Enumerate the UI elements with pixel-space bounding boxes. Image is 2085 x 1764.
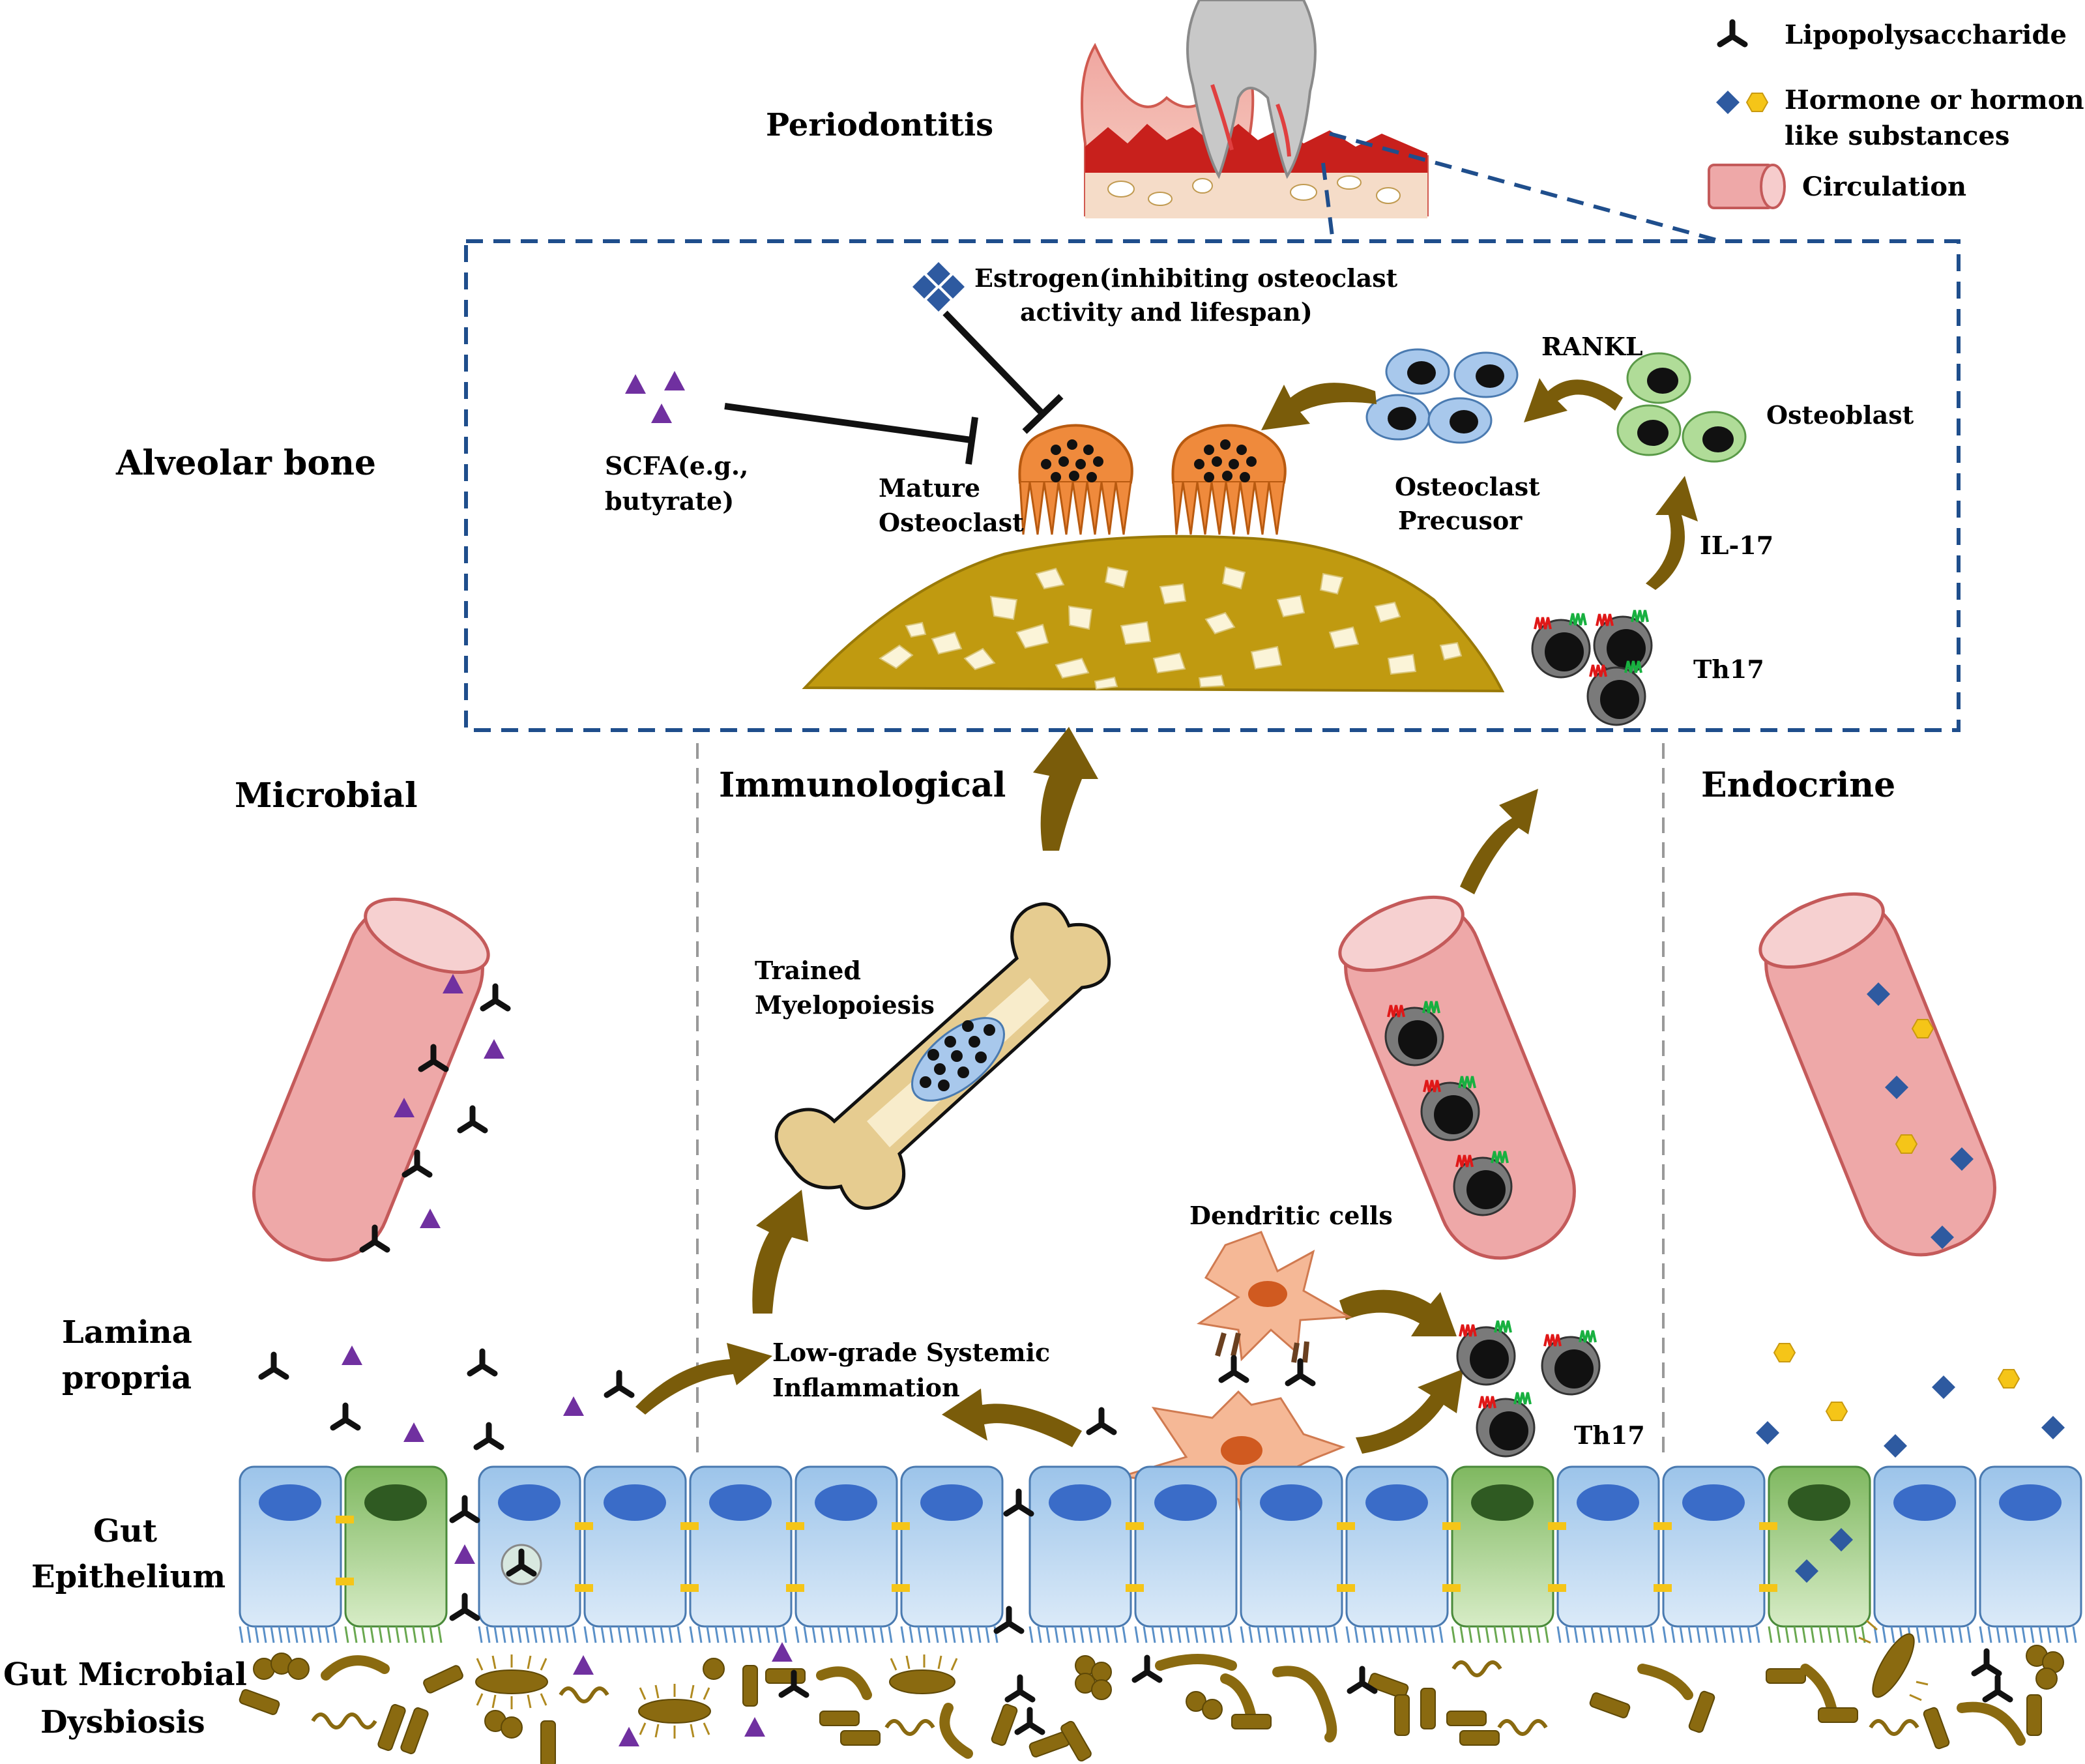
osteoclast-precursor-cells <box>1365 348 1519 444</box>
legend-circulation-label: Circulation <box>1802 171 1966 202</box>
arrows-upward <box>635 727 1538 1454</box>
trained-label-2: Myelopoiesis <box>755 990 935 1020</box>
label-alveolar-bone: Alveolar bone <box>115 443 376 483</box>
section-dividers <box>696 743 1665 1460</box>
dendritic-cell-1 <box>1197 1231 1353 1383</box>
legend-diamond-icon <box>1716 91 1740 114</box>
il17-label: IL-17 <box>1700 531 1773 560</box>
th17-label-lamina: Th17 <box>1574 1420 1645 1450</box>
gut-bacteria <box>239 1619 2064 1764</box>
arrow-gut-to-inflam <box>635 1343 772 1415</box>
arrow-vessel-to-box <box>1460 789 1538 894</box>
scfa-label-2: butyrate) <box>605 486 734 516</box>
legend-hormone-label-1: Hormone or hormone- <box>1785 85 2085 115</box>
microvilli-goblet <box>344 1626 1866 1643</box>
heading-immunological: Immunological <box>719 765 1006 805</box>
osteoblast-cells <box>1616 352 1747 463</box>
alveolar-bone-frame <box>464 132 1961 732</box>
arrow-dc1-to-th17 <box>1339 1289 1457 1336</box>
estrogen-inhibition-line <box>942 310 1064 434</box>
tooth-illustration <box>1081 0 1429 218</box>
label-periodontitis: Periodontitis <box>766 107 993 143</box>
label-gut-epi-2: Epithelium <box>31 1559 226 1595</box>
label-lamina-1: Lamina <box>62 1314 192 1351</box>
scfa-inhibition-line <box>724 403 978 465</box>
arrow-bone-to-box <box>1033 727 1098 851</box>
arrow-dc-to-inflam <box>942 1389 1082 1447</box>
arrow-rankl <box>1524 378 1623 422</box>
precursor-label-1: Osteoclast <box>1395 472 1540 501</box>
scfa-label-1: SCFA(e.g., <box>605 451 748 480</box>
microvilli <box>239 1626 2077 1643</box>
estrogen-label-2: activity and lifespan) <box>1020 297 1313 327</box>
trained-label-1: Trained <box>755 956 861 985</box>
legend-lps-label: Lipopolysaccharide <box>1785 20 2067 50</box>
legend: Lipopolysaccharide Hormone or hormone- l… <box>1708 20 2085 209</box>
estrogen-icon <box>912 262 965 312</box>
th17-label-bone: Th17 <box>1693 654 1764 684</box>
alveolar-bone-mound <box>802 535 1505 693</box>
label-lamina-2: propria <box>62 1360 192 1396</box>
legend-hormone-label-2: like substances <box>1785 121 2009 151</box>
arrow-dc2-to-th17 <box>1356 1369 1463 1454</box>
legend-hexagon-icon <box>1746 93 1768 112</box>
osteoblast-label: Osteoblast <box>1766 400 1914 430</box>
mature-osteoclast-1 <box>1018 424 1133 535</box>
inflammation-label-1: Low-grade Systemic <box>772 1338 1050 1367</box>
arrow-inflam-to-bone <box>752 1190 808 1314</box>
tight-junctions <box>336 1516 1777 1592</box>
heading-microbial: Microbial <box>235 776 418 816</box>
arrows-bone-box <box>1261 378 1698 590</box>
vessel-endocrine <box>1758 892 1996 1257</box>
dendritic-label: Dendritic cells <box>1189 1201 1393 1230</box>
gut-epithelium <box>239 1465 2082 1643</box>
mature-osteoclast-2 <box>1171 424 1287 535</box>
arrow-il17 <box>1646 476 1698 590</box>
heading-endocrine: Endocrine <box>1701 765 1895 805</box>
label-gut-epi-1: Gut <box>93 1513 157 1550</box>
legend-circulation-icon <box>1708 164 1786 209</box>
th17-cells-bone <box>1531 609 1653 726</box>
legend-lps-icon <box>1720 22 1745 44</box>
label-dysbiosis-1: Gut Microbial <box>3 1656 247 1693</box>
estrogen-label-1: Estrogen(inhibiting osteoclast <box>974 263 1398 293</box>
arrow-precursor-to-osteoclast <box>1261 383 1377 430</box>
leaky-gut-particles <box>452 1492 1853 1618</box>
lamina-particles-endocrine <box>1756 1343 2065 1458</box>
mature-osteoclast-label-1: Mature <box>879 473 980 503</box>
epithelial-nuclei <box>259 1484 2062 1521</box>
label-dysbiosis-2: Dysbiosis <box>40 1704 205 1741</box>
trained-myelopoiesis-bone <box>774 902 1111 1210</box>
vessel-microbial <box>252 897 490 1262</box>
rankl-label: RANKL <box>1541 332 1643 361</box>
scfa-icon <box>625 371 685 423</box>
inflammation-label-2: Inflammation <box>772 1373 960 1402</box>
vessel-immunological <box>1338 895 1576 1260</box>
precursor-label-2: Precusor <box>1398 506 1523 535</box>
mature-osteoclast-label-2: Osteoclast <box>879 508 1024 537</box>
